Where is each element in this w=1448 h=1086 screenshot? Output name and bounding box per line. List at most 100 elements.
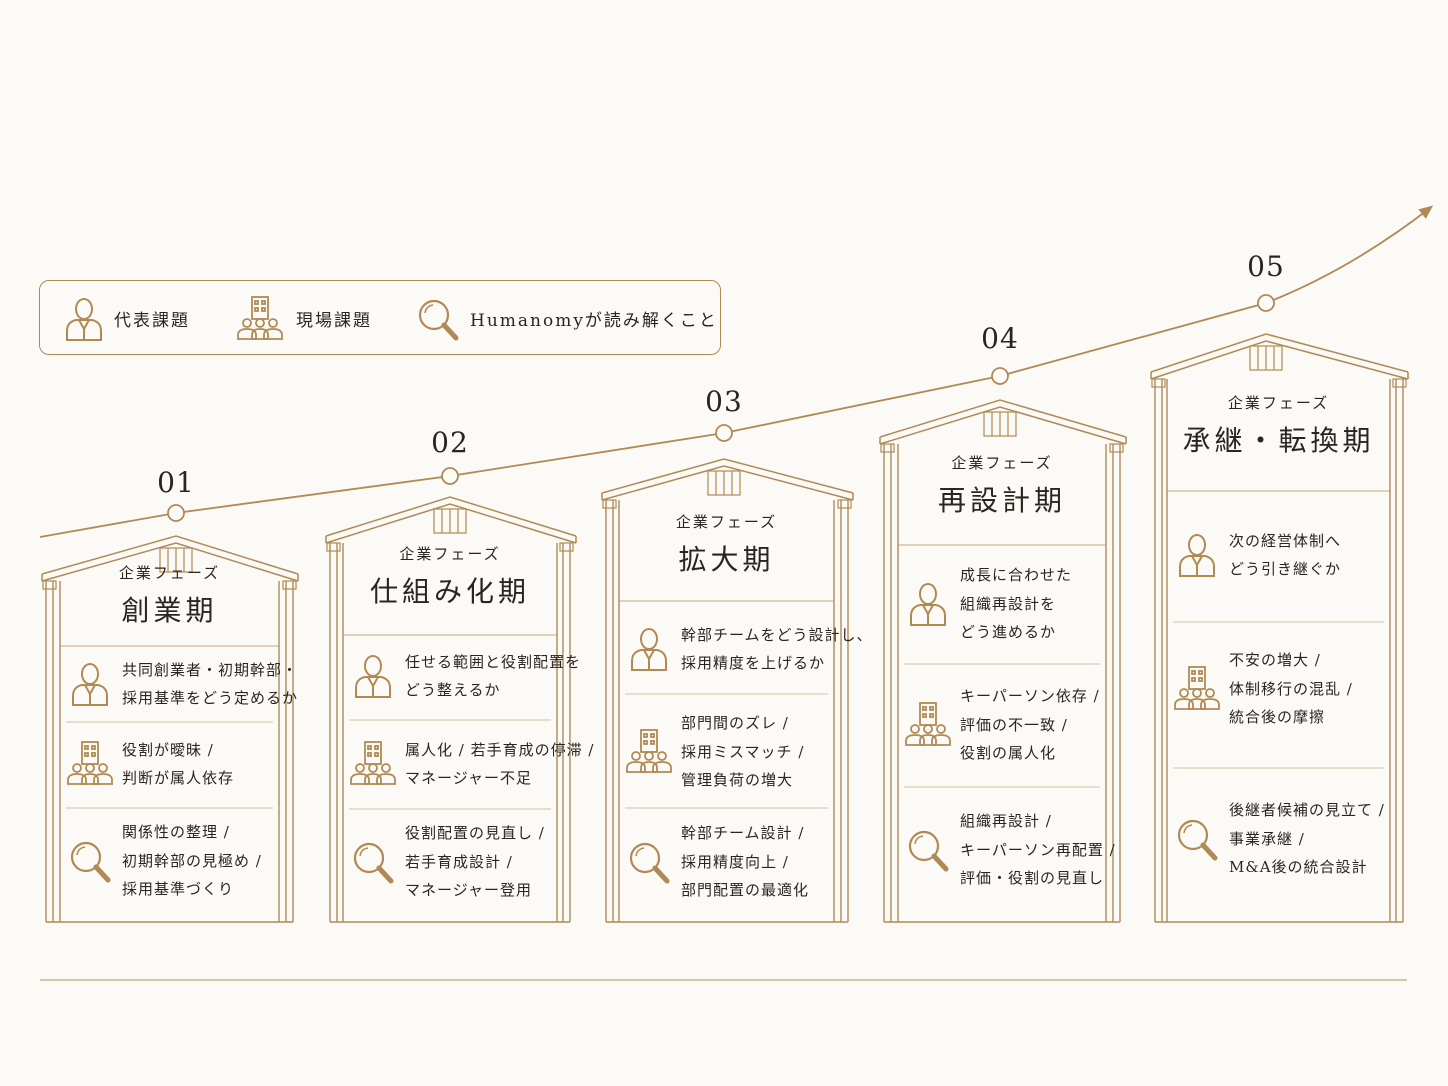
issue-text: 不安の増大 / 体制移行の混乱 / 統合後の摩擦	[1229, 651, 1353, 727]
person-icon	[1179, 534, 1215, 577]
issue-text: キーパーソン依存 / 評価の不一致 / 役割の属人化	[960, 687, 1100, 763]
issue-row: 役割配置の見直し / 若手育成設計 / マネージャー登用	[347, 817, 601, 907]
phase-house	[879, 399, 1127, 923]
phase-node	[1257, 294, 1275, 312]
phase-house	[1150, 333, 1409, 923]
pillar-cap	[1392, 378, 1407, 388]
phase-title: 承継・転換期	[1182, 424, 1375, 457]
phase-number: 05	[1247, 250, 1285, 283]
issue-text: 次の経営体制へ どう引き継ぐか	[1229, 531, 1342, 579]
phase-heading: 企業フェーズ仕組み化期	[343, 543, 557, 610]
team-building-icon	[626, 729, 672, 773]
team-building-icon	[350, 741, 396, 785]
pillar-cap	[559, 542, 574, 552]
pillar-cap	[282, 580, 297, 590]
pillar-cap	[602, 499, 617, 509]
legend-item-magnifier: Humanomyが読み解くこと	[414, 281, 718, 356]
issue-text: 部門間のズレ / 採用ミスマッチ / 管理負荷の増大	[681, 714, 805, 790]
phase-subtitle: 企業フェーズ	[675, 513, 778, 531]
issue-row: 任せる範囲と役割配置を どう整えるか	[347, 631, 601, 721]
phase-node	[991, 367, 1009, 385]
issue-text: 役割が曖昧 / 判断が属人依存	[122, 740, 235, 788]
phase-subtitle: 企業フェーズ	[118, 564, 221, 582]
roof-line	[325, 496, 577, 537]
issue-row: 成長に合わせた 組織再設計を どう進めるか	[902, 559, 1150, 649]
issue-text: 関係性の整理 / 初期幹部の見極め / 採用基準づくり	[122, 823, 262, 899]
phase-heading: 企業フェーズ創業期	[60, 562, 279, 629]
roof-line	[879, 399, 1127, 438]
phase-node	[715, 424, 733, 442]
magnifier-icon	[902, 822, 954, 878]
issue-row: 後継者候補の見立て / 事業承継 / M&A後の統合設計	[1171, 794, 1434, 884]
phase-heading: 企業フェーズ承継・転換期	[1167, 392, 1390, 459]
issue-text: 任せる範囲と役割配置を どう整えるか	[405, 652, 582, 700]
person-icon	[910, 583, 946, 626]
issue-row: 属人化 / 若手育成の停滞 / マネージャー不足	[347, 719, 601, 809]
phase-house	[601, 458, 854, 923]
issue-text: 幹部チームをどう設計し、 採用精度を上げるか	[681, 625, 873, 673]
pillar-cap	[1151, 378, 1166, 388]
phase-title: 再設計期	[937, 484, 1066, 517]
phase-number: 02	[431, 426, 469, 459]
legend-label: 代表課題	[114, 311, 190, 331]
person-icon	[72, 663, 108, 706]
phase-number: 01	[157, 466, 195, 499]
legend-label: 現場課題	[296, 311, 372, 331]
issue-text: 組織再設計 / キーパーソン再配置 / 評価・役割の見直し	[960, 812, 1116, 888]
phase-subtitle: 企業フェーズ	[951, 454, 1053, 472]
legend-item-team: 現場課題	[232, 281, 372, 356]
phase-title: 拡大期	[678, 543, 775, 576]
magnifier-icon	[1171, 811, 1223, 867]
phase-title: 創業期	[121, 594, 218, 627]
phase-node	[167, 504, 185, 522]
issue-text: 役割配置の見直し / 若手育成設計 / マネージャー登用	[405, 824, 545, 900]
pillar-cap	[1109, 443, 1124, 453]
legend: 代表課題 現場課題 Humanomyが読み解くこと	[39, 280, 721, 355]
roof-line-inner	[879, 406, 1127, 445]
magnifier-icon	[623, 834, 675, 890]
phase-house	[41, 535, 299, 923]
team-building-icon	[67, 741, 113, 785]
team-building-icon	[905, 702, 951, 746]
issue-row: 幹部チームをどう設計し、 採用精度を上げるか	[623, 604, 878, 694]
roof-line	[41, 535, 299, 575]
issue-row: 共同創業者・初期幹部・ 採用基準をどう定めるか	[64, 639, 323, 729]
growth-curve	[39, 205, 1434, 538]
team-building-icon	[1174, 666, 1220, 710]
roof-line-inner	[1150, 340, 1409, 380]
issue-row: 次の経営体制へ どう引き継ぐか	[1171, 510, 1434, 600]
issue-text: 成長に合わせた 組織再設計を どう進めるか	[960, 566, 1073, 642]
issue-row: 不安の増大 / 体制移行の混乱 / 統合後の摩擦	[1171, 644, 1434, 734]
issue-row: キーパーソン依存 / 評価の不一致 / 役割の属人化	[902, 680, 1150, 770]
issue-row: 関係性の整理 / 初期幹部の見極め / 採用基準づくり	[64, 816, 323, 906]
phase-heading: 企業フェーズ再設計期	[898, 452, 1106, 519]
phase-number: 04	[981, 322, 1019, 355]
team-building-icon	[237, 295, 283, 340]
legend-item-person: 代表課題	[62, 281, 190, 356]
phase-title: 仕組み化期	[369, 575, 530, 608]
issue-row: 部門間のズレ / 採用ミスマッチ / 管理負荷の増大	[623, 707, 878, 797]
roof-line-inner	[325, 503, 577, 544]
person-icon	[631, 628, 667, 671]
issue-text: 後継者候補の見立て / 事業承継 / M&A後の統合設計	[1229, 801, 1385, 877]
phase-subtitle: 企業フェーズ	[399, 545, 501, 563]
roof-line-inner	[601, 465, 854, 501]
pillar-cap	[880, 443, 895, 453]
pillar-cap	[42, 580, 57, 590]
magnifier-icon	[414, 294, 462, 344]
phase-heading: 企業フェーズ拡大期	[619, 511, 834, 578]
roof-line	[1150, 333, 1409, 373]
phase-house	[325, 496, 577, 923]
roof-line-inner	[41, 542, 299, 582]
magnifier-icon	[64, 833, 116, 889]
issue-text: 幹部チーム設計 / 採用精度向上 / 部門配置の最適化	[681, 824, 810, 900]
person-icon	[355, 655, 391, 698]
phase-number: 03	[705, 385, 743, 418]
roof-line	[601, 458, 854, 494]
phase-subtitle: 企業フェーズ	[1227, 394, 1330, 412]
issue-row: 役割が曖昧 / 判断が属人依存	[64, 719, 323, 809]
phase-node	[441, 467, 459, 485]
pillar-cap	[837, 499, 852, 509]
legend-label: Humanomyが読み解くこと	[470, 311, 718, 331]
